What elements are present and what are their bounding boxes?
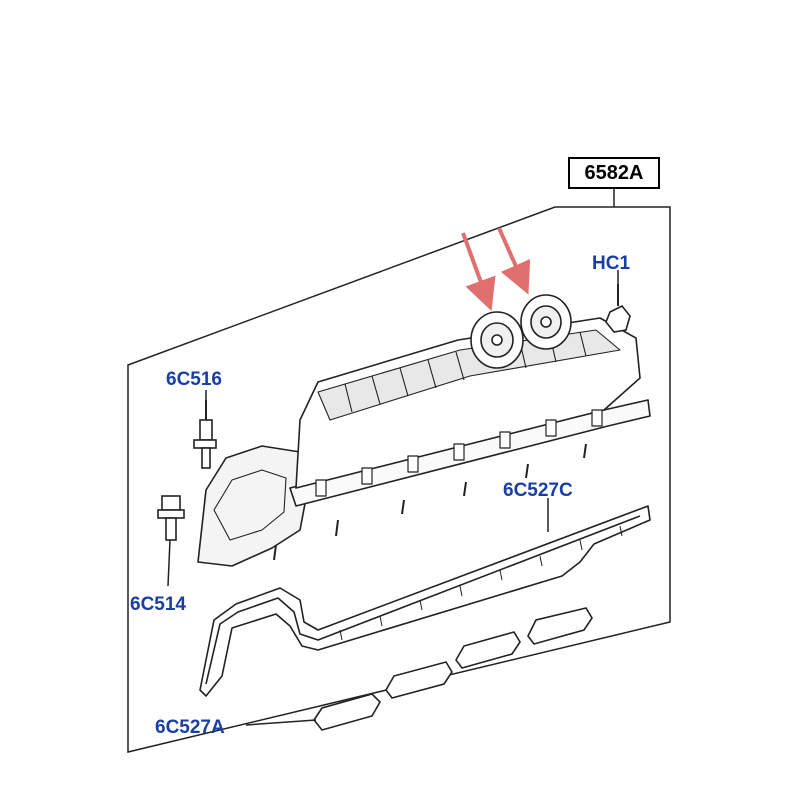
valve-cover <box>197 317 651 567</box>
clip-part <box>605 284 631 333</box>
callout-hc1: HC1 <box>592 253 630 274</box>
assembly-panel-outline <box>127 206 671 753</box>
plug-seal-1 <box>313 693 381 731</box>
gasket-outer <box>199 505 651 697</box>
leader-6c514 <box>167 539 171 587</box>
callout-6c527a: 6C527A <box>155 717 225 738</box>
stud-bolt-part <box>193 400 217 469</box>
part-callouts: HC1 6C516 6C514 6C527C 6C527A <box>130 253 630 738</box>
indicator-arrow-right <box>497 227 531 295</box>
indicator-arrow-left <box>461 232 496 312</box>
bolt-part <box>157 495 185 541</box>
cover-left-housing <box>197 445 309 567</box>
filler-cap-left <box>470 311 524 369</box>
leader-6c527a <box>245 719 317 726</box>
plug-seal-3 <box>455 631 521 669</box>
plug-seal-4 <box>527 607 593 645</box>
plug-seal-set <box>313 607 593 731</box>
cover-bolt-bosses <box>315 409 603 497</box>
cover-rib-surface <box>317 329 621 421</box>
gasket-ticks <box>339 525 623 641</box>
callout-6c527c: 6C527C <box>503 480 573 501</box>
cover-studs <box>273 443 587 561</box>
plug-seal-2 <box>385 661 453 699</box>
assembly-reference-box: 6582A <box>568 157 660 189</box>
cover-housing-detail <box>213 469 287 541</box>
filler-cap-right <box>520 294 572 350</box>
label-leaders <box>167 270 619 726</box>
gasket-inner <box>205 515 641 685</box>
callout-6c516: 6C516 <box>166 369 222 390</box>
assembly-part-number: 6582A <box>584 161 644 184</box>
main-gasket <box>199 505 651 697</box>
indicator-arrows <box>461 227 531 312</box>
callout-6c514: 6C514 <box>130 594 186 615</box>
oil-filler-caps <box>470 294 572 369</box>
